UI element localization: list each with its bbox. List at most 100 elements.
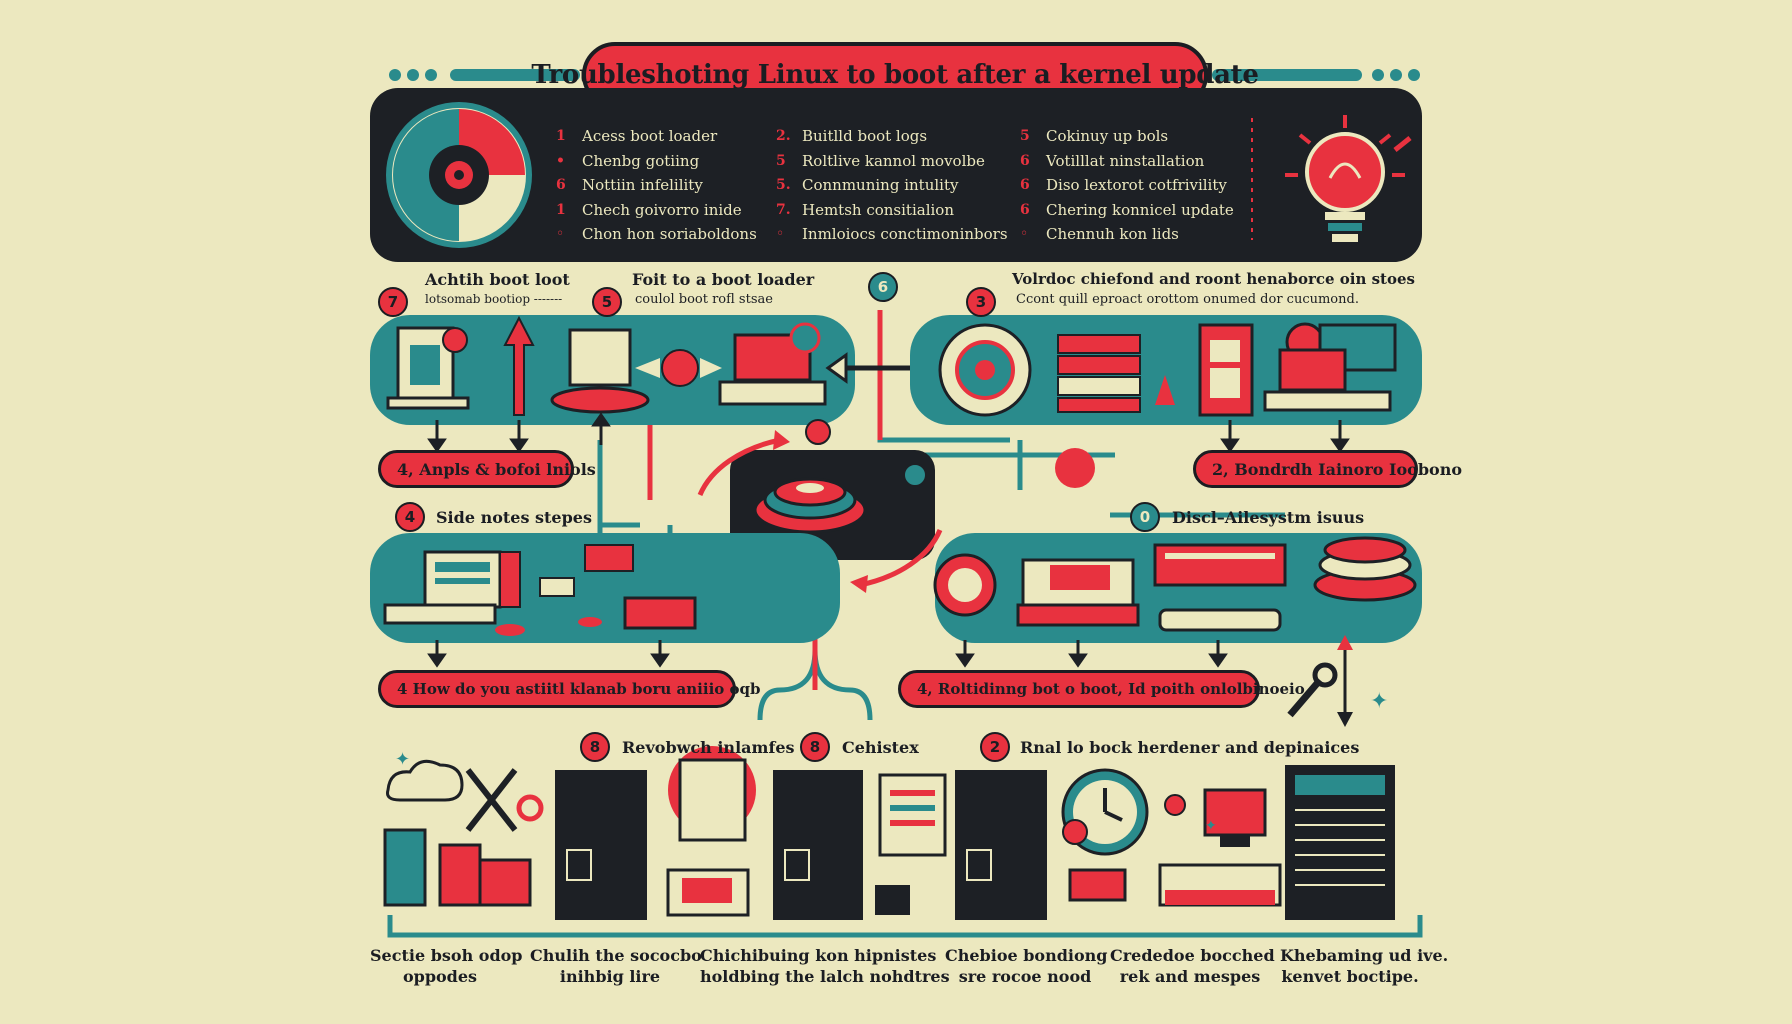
steps-column-2: 2.Buitlld boot logs 5 Roltlive kannol mov… bbox=[776, 124, 1008, 247]
caption-line: inihbig lire bbox=[559, 967, 661, 986]
down-arrows-top bbox=[427, 412, 1350, 453]
bottom-caption: Sectie bsoh odop oppodes bbox=[370, 945, 523, 987]
step-text: Chech goivorro inide bbox=[582, 200, 742, 219]
step-text: Votilllat ninstallation bbox=[1046, 151, 1205, 170]
step-badge: 3 bbox=[966, 287, 996, 317]
step-number: 7. bbox=[776, 201, 791, 218]
svg-text:✦: ✦ bbox=[1370, 689, 1388, 714]
section-label: Achtih boot loot bbox=[425, 270, 570, 289]
step-text: Connmuning intulity bbox=[802, 176, 959, 195]
step-number: 6 bbox=[1020, 177, 1030, 194]
section-label: Cehistex bbox=[842, 738, 919, 757]
step-text: Inmloiocs conctimoninbors bbox=[802, 225, 1008, 244]
step-item: ◦ Chon hon soriaboldons bbox=[556, 222, 757, 247]
central-disk-hub bbox=[697, 419, 1095, 593]
step-text: Hemtsh consitialion bbox=[802, 200, 954, 219]
caption-line: Khebaming ud ive. bbox=[1280, 946, 1449, 965]
bottom-caption: Chebioe bondiong sre rocoe nood bbox=[945, 945, 1108, 987]
step-item: 5 Cokinuy up bols bbox=[1020, 124, 1234, 149]
step-item: ◦ Chennuh kon lids bbox=[1020, 222, 1234, 247]
top-dots bbox=[389, 69, 1420, 81]
section-label: Volrdoc chiefond and roont henaborce oin… bbox=[1012, 270, 1415, 288]
step-number: 5. bbox=[776, 177, 791, 194]
section-label: Side notes stepes bbox=[436, 508, 592, 527]
step-item: • Chenbg gotiing bbox=[556, 149, 757, 174]
step-number: 5 bbox=[776, 152, 786, 169]
step-number: ◦ bbox=[1020, 226, 1029, 243]
step-number: ◦ bbox=[776, 226, 785, 243]
step-text: Acess boot loader bbox=[582, 127, 718, 146]
caption-line: Chichibuing kon hipnistes bbox=[700, 946, 937, 965]
step-number: • bbox=[556, 152, 565, 169]
step-number: 6 bbox=[1020, 152, 1030, 169]
caption-line: oppodes bbox=[402, 967, 478, 986]
step-item: 2.Buitlld boot logs bbox=[776, 124, 1008, 149]
section-sublabel: lotsomab bootiop ------- bbox=[425, 292, 563, 306]
step-text: Cokinuy up bols bbox=[1046, 127, 1169, 146]
step-badge: 2 bbox=[980, 732, 1010, 762]
caption-line: sre rocoe nood bbox=[958, 967, 1092, 986]
step-item: 6 Diso lextorot cotfrivility bbox=[1020, 173, 1234, 198]
section-label: Revobwch inlamfes bbox=[622, 738, 795, 757]
step-number: 6 bbox=[556, 177, 566, 194]
mid-left-band bbox=[370, 533, 840, 643]
bottom-caption: Khebaming ud ive. kenvet boctipe. bbox=[1280, 945, 1449, 987]
step-item: 5. Connmuning intulity bbox=[776, 173, 1008, 198]
caption-line: Chebioe bondiong bbox=[945, 946, 1108, 965]
caption-line: Crededoe bocched bbox=[1110, 946, 1275, 965]
step-pill[interactable]: 2, Bondrdh Iainoro Ioobono bbox=[1193, 450, 1462, 488]
bottom-caption: Chulih the sococbo inihbig lire bbox=[530, 945, 702, 987]
section-sublabel: Ccont quill eproact orottom onumed dor c… bbox=[1016, 292, 1359, 307]
step-text: Chenbg gotiing bbox=[582, 151, 700, 170]
mid-right-band bbox=[933, 533, 1422, 643]
step-number: ◦ bbox=[556, 226, 565, 243]
bottom-caption: Crededoe bocched rek and mespes bbox=[1110, 945, 1275, 987]
caption-line: rek and mespes bbox=[1119, 967, 1261, 986]
step-item: 6 Chering konnicel update bbox=[1020, 198, 1234, 223]
top-right-band bbox=[910, 315, 1422, 425]
step-badge: 6 bbox=[868, 272, 898, 302]
caption-line: Chulih the sococbo bbox=[530, 946, 702, 965]
steps-column-1: 1 Acess boot loader • Chenbg gotiing 6 Nott… bbox=[556, 124, 757, 247]
caption-line: kenvet boctipe. bbox=[1281, 967, 1419, 986]
step-pill[interactable]: 4 How do you astiitl klanab boru aniiio … bbox=[378, 670, 760, 708]
svg-text:✦: ✦ bbox=[1205, 818, 1217, 834]
step-item: ◦ Inmloiocs conctimoninbors bbox=[776, 222, 1008, 247]
step-number: 5 bbox=[1020, 128, 1030, 145]
step-item: 1 Chech goivorro inide bbox=[556, 198, 757, 223]
step-item: 6 Votilllat ninstallation bbox=[1020, 149, 1234, 174]
step-text: Diso lextorot cotfrivility bbox=[1046, 176, 1227, 195]
bottom-caption: Chichibuing kon hipnistes holdbing the l… bbox=[700, 945, 950, 987]
step-number: 1 bbox=[556, 201, 566, 218]
step-text: Chon hon soriaboldons bbox=[582, 225, 757, 244]
step-text: Roltlive kannol movolbe bbox=[802, 151, 985, 170]
step-pill[interactable]: 4, Roltidinng bot o boot, Id poith onlol… bbox=[898, 670, 1305, 708]
step-text: Chering konnicel update bbox=[1046, 200, 1234, 219]
step-badge: 0 bbox=[1130, 502, 1160, 532]
section-label: Foit to a boot loader bbox=[632, 270, 815, 289]
step-number: 1 bbox=[556, 128, 566, 145]
section-label: Discl–Ailesystm isuus bbox=[1172, 508, 1365, 527]
step-text: Buitlld boot logs bbox=[802, 127, 928, 146]
step-item: 5 Roltlive kannol movolbe bbox=[776, 149, 1008, 174]
step-pill[interactable]: 4, Anpls & bofoi lniols bbox=[378, 450, 596, 488]
steps-column-3: 5 Cokinuy up bols 6 Votilllat ninstallatio… bbox=[1020, 124, 1234, 247]
section-label: Rnal lo bock herdener and depinaices bbox=[1020, 738, 1360, 757]
down-arrows-mid bbox=[427, 640, 1228, 668]
step-text: Nottiin infelility bbox=[582, 176, 703, 195]
step-badge: 5 bbox=[592, 287, 622, 317]
step-text: Chennuh kon lids bbox=[1046, 225, 1179, 244]
caption-line: Sectie bsoh odop bbox=[370, 946, 523, 965]
section-sublabel: coulol boot rofl stsae bbox=[635, 292, 773, 307]
top-left-band bbox=[370, 315, 855, 425]
wrench-icon bbox=[1287, 635, 1353, 727]
caption-line: holdbing the lalch nohdtres bbox=[700, 967, 950, 986]
step-item: 7. Hemtsh consitialion bbox=[776, 198, 1008, 223]
step-item: 1 Acess boot loader bbox=[556, 124, 757, 149]
step-number: 6 bbox=[1020, 201, 1030, 218]
svg-text:✦: ✦ bbox=[395, 749, 410, 770]
bottom-icons: ✦ ✦ ✦ bbox=[383, 689, 1395, 920]
step-badge: 8 bbox=[580, 732, 610, 762]
step-item: 6 Nottiin infelility bbox=[556, 173, 757, 198]
